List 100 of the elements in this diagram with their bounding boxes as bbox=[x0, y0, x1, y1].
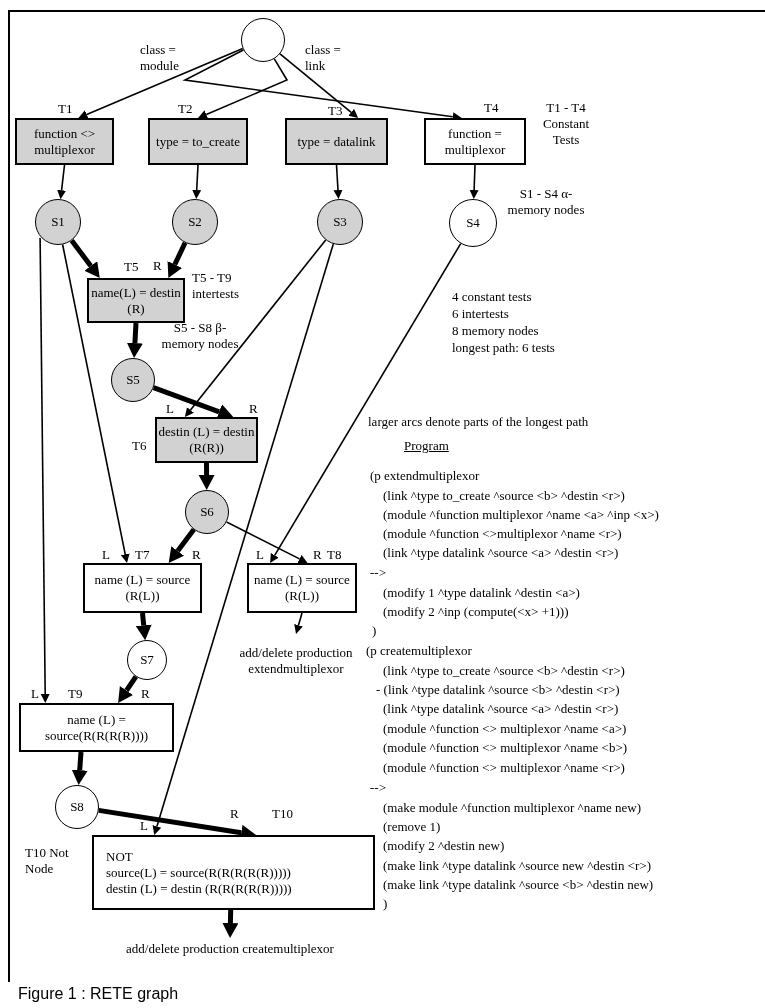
code-line: (make link ^type datalink ^source new ^destin <r>) bbox=[383, 858, 651, 874]
arrow bbox=[61, 243, 130, 563]
node-id-label: T7 bbox=[135, 547, 150, 563]
production-text: add/delete production createmultiplexor bbox=[126, 941, 334, 957]
code-line: (link ^type to_create ^source <b> ^destin <r>) bbox=[383, 488, 625, 504]
annotation-text: class = link bbox=[305, 42, 342, 74]
port-label: R bbox=[141, 686, 150, 702]
port-label: L bbox=[166, 401, 174, 417]
port-label: R bbox=[249, 401, 258, 417]
arrow bbox=[192, 164, 202, 199]
node-id-label: T10 bbox=[272, 806, 293, 822]
code-line: ) bbox=[372, 623, 377, 639]
annotation-text: T5 - T9 intertests bbox=[192, 270, 240, 302]
test-condition: name (L) = source (R(L)) bbox=[93, 572, 192, 604]
test-condition: function <> multiplexor bbox=[32, 125, 97, 158]
test-node-box bbox=[87, 278, 185, 323]
node-label: S8 bbox=[70, 799, 84, 815]
node-label: S2 bbox=[188, 214, 202, 230]
test-node-box bbox=[247, 563, 357, 613]
arrow bbox=[118, 675, 138, 703]
annotation-text: 4 constant tests bbox=[452, 289, 532, 305]
test-condition: name(L) = destin (R) bbox=[90, 284, 182, 317]
test-node-box bbox=[83, 563, 202, 613]
arrow bbox=[469, 164, 479, 199]
arrow bbox=[135, 612, 152, 641]
port-label: R bbox=[192, 547, 201, 563]
node-id-label: T6 bbox=[132, 438, 147, 454]
code-line: (modify 2 ^destin new) bbox=[383, 838, 505, 854]
test-condition: destin (L) = destin (R(R(R(R(R))))) bbox=[106, 880, 293, 897]
node-label: S3 bbox=[333, 214, 347, 230]
node-id-label: T3 bbox=[328, 103, 343, 119]
node-label: S6 bbox=[200, 504, 214, 520]
node-id-label: T8 bbox=[327, 547, 342, 563]
node-id-label: T2 bbox=[178, 101, 193, 117]
port-label: L bbox=[140, 818, 148, 834]
code-line: (link ^type datalink ^source <a> ^destin <r>) bbox=[383, 701, 619, 717]
annotation-text: T10 Not Node bbox=[25, 845, 70, 877]
production-text: add/delete production extendmultiplexor bbox=[238, 645, 354, 677]
section-heading: Program bbox=[404, 438, 449, 454]
test-condition: NOT bbox=[106, 848, 134, 865]
test-condition: name (L) = source (R(L)) bbox=[253, 572, 351, 604]
test-condition: destin (L) = destin (R(R)) bbox=[157, 424, 256, 456]
code-line: (make link ^type datalink ^source <b> ^destin new) bbox=[383, 877, 654, 893]
test-node-box bbox=[285, 118, 388, 165]
node-id-label: T9 bbox=[68, 686, 83, 702]
annotation-text: longest path: 6 tests bbox=[452, 340, 555, 356]
test-node-box bbox=[148, 118, 248, 165]
code-line: (module ^function multiplexor ^name <a> ^inp <x>) bbox=[383, 507, 659, 523]
arrow bbox=[39, 237, 50, 703]
code-line: ) bbox=[383, 896, 388, 912]
test-condition: name (L) = source(R(R(R(R)))) bbox=[43, 711, 150, 744]
port-label: L bbox=[256, 547, 264, 563]
arrow bbox=[279, 53, 359, 118]
node-id-label: T4 bbox=[484, 100, 499, 116]
code-line: (link ^type to_create ^source <b> ^destin <r>) bbox=[383, 663, 625, 679]
test-condition: type = datalink bbox=[297, 133, 376, 150]
test-node-box bbox=[15, 118, 114, 165]
code-line: (module ^function <> multiplexor ^name <a>) bbox=[383, 721, 627, 737]
code-line: (link ^type datalink ^source <a> ^destin <r>) bbox=[383, 545, 619, 561]
arrow bbox=[71, 751, 88, 786]
arrow bbox=[222, 909, 239, 938]
arrow bbox=[69, 238, 100, 278]
node-label: S7 bbox=[140, 652, 154, 668]
port-label: R bbox=[230, 806, 239, 822]
test-condition: function = multiplexor bbox=[443, 125, 507, 158]
port-label: L bbox=[31, 686, 39, 702]
port-label: R bbox=[313, 547, 322, 563]
test-node-box bbox=[424, 118, 526, 165]
code-line: (modify 2 ^inp (compute(<x> +1))) bbox=[383, 604, 569, 620]
arrow bbox=[184, 239, 327, 418]
code-line: --> bbox=[370, 780, 386, 796]
code-line: (p extendmultiplexor bbox=[370, 468, 480, 484]
arrow bbox=[126, 322, 143, 359]
port-label: R bbox=[153, 258, 162, 274]
test-node-box bbox=[155, 417, 258, 463]
arrow bbox=[167, 241, 188, 279]
arrow bbox=[270, 242, 462, 564]
node-label: S5 bbox=[126, 372, 140, 388]
annotation-text: 8 memory nodes bbox=[452, 323, 539, 339]
code-line: (module ^function <>multiplexor ^name <r>) bbox=[383, 526, 622, 542]
node-label: S4 bbox=[466, 215, 480, 231]
arrow bbox=[333, 164, 343, 200]
code-line: (p createmultiplexor bbox=[366, 643, 472, 659]
arrow bbox=[168, 528, 196, 563]
arrow bbox=[198, 58, 289, 119]
node-id-label: T5 bbox=[124, 259, 139, 275]
arrow bbox=[152, 243, 335, 835]
code-line: (make module ^function multiplexor ^name new) bbox=[383, 800, 642, 816]
code-line: (module ^function <> multiplexor ^name <b>) bbox=[383, 740, 628, 756]
annotation-text: 6 intertests bbox=[452, 306, 509, 322]
figure-caption: Figure 1 : RETE graph bbox=[18, 984, 179, 1004]
code-line: (modify 1 ^type datalink ^destin <a>) bbox=[383, 585, 580, 601]
node-label: S1 bbox=[51, 214, 65, 230]
annotation-text: T1 - T4 Constant Tests bbox=[541, 100, 591, 148]
not-node-box bbox=[92, 835, 375, 910]
code-line: (module ^function <> multiplexor ^name <r>) bbox=[383, 760, 625, 776]
arrow bbox=[294, 612, 303, 634]
code-line: - (link ^type datalink ^source <b> ^destin <r>) bbox=[376, 682, 620, 698]
node-id-label: T1 bbox=[58, 101, 73, 117]
test-condition: source(L) = source(R(R(R(R(R))))) bbox=[106, 864, 292, 881]
